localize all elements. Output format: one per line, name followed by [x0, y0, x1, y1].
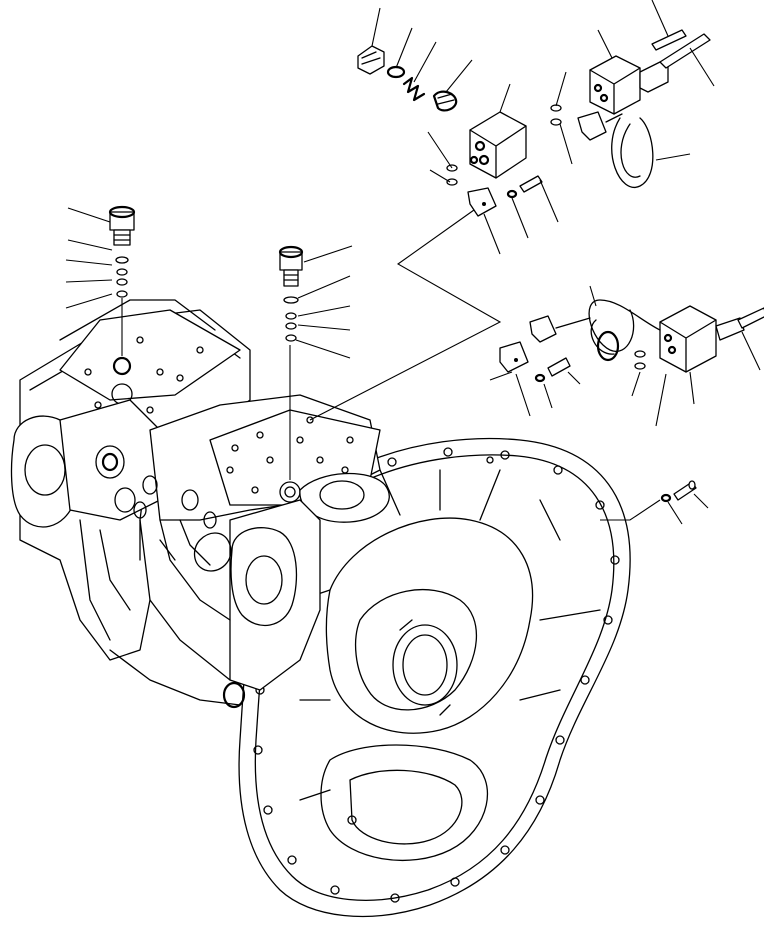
assembly-guide-lines — [309, 209, 661, 521]
callouts-lower — [515, 285, 761, 427]
plug-center — [278, 245, 304, 342]
pump-mounting-flange — [238, 437, 631, 918]
solenoid-valve-upper — [357, 29, 711, 217]
main-pump-body — [10, 299, 390, 709]
solenoid-valve-lower — [499, 299, 764, 383]
callouts-plug-left — [65, 207, 123, 356]
plug-left — [108, 205, 136, 298]
callouts-upper — [371, 0, 715, 255]
callouts-plug-center — [289, 245, 353, 480]
flange-bolt-washer — [660, 480, 709, 525]
